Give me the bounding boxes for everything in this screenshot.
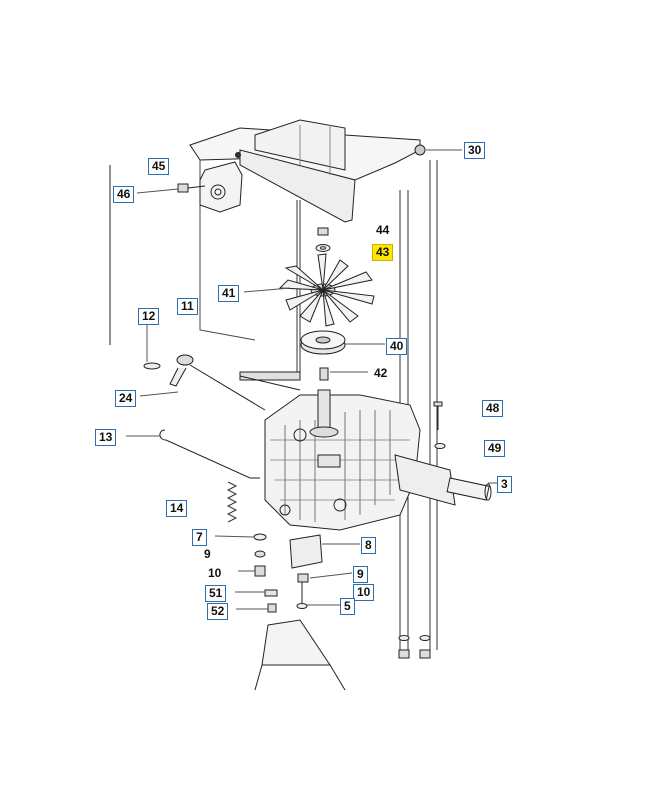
callout-7[interactable]: 7 — [192, 529, 207, 546]
nut-30 — [414, 144, 462, 156]
frame-plate — [109, 119, 421, 345]
transaxle-housing — [239, 371, 421, 531]
lever-and-pin — [139, 322, 266, 411]
callout-51[interactable]: 51 — [205, 585, 227, 602]
callout-40[interactable]: 40 — [386, 338, 408, 355]
callout-8[interactable]: 8 — [361, 537, 376, 554]
callout-43-highlighted[interactable]: 43 — [372, 244, 394, 261]
key-42 — [319, 367, 368, 381]
callout-49[interactable]: 49 — [484, 440, 506, 457]
callout-13[interactable]: 13 — [95, 429, 117, 446]
callout-42[interactable]: 42 — [374, 366, 388, 380]
callout-46[interactable]: 46 — [113, 186, 135, 203]
callout-9-left[interactable]: 9 — [204, 547, 211, 561]
callout-44[interactable]: 44 — [376, 223, 390, 237]
drive-pulley — [300, 330, 385, 355]
callout-11[interactable]: 11 — [177, 298, 198, 315]
callout-5[interactable]: 5 — [340, 598, 355, 615]
control-rod — [126, 429, 260, 479]
callout-30[interactable]: 30 — [464, 142, 486, 159]
bolt-48-washer-49 — [433, 401, 446, 449]
callout-45[interactable]: 45 — [148, 158, 170, 175]
callout-14[interactable]: 14 — [166, 500, 188, 517]
lower-bracket — [254, 619, 346, 691]
callout-10-right[interactable]: 10 — [353, 584, 375, 601]
callout-24[interactable]: 24 — [115, 390, 137, 407]
callout-48[interactable]: 48 — [482, 400, 504, 417]
cooling-fan — [243, 253, 375, 327]
fan-nut-and-washer — [315, 227, 331, 252]
callout-41[interactable]: 41 — [218, 285, 240, 302]
lower-fasteners — [214, 533, 360, 613]
callout-3[interactable]: 3 — [497, 476, 512, 493]
callout-52[interactable]: 52 — [207, 603, 229, 620]
return-spring — [226, 481, 238, 523]
callout-10-left[interactable]: 10 — [208, 566, 222, 580]
mounting-bracket — [199, 152, 243, 213]
bolt-46 — [136, 183, 206, 194]
rail-fasteners — [398, 635, 431, 659]
callout-12[interactable]: 12 — [138, 308, 160, 325]
callout-9-right[interactable]: 9 — [353, 566, 368, 583]
axle-output — [394, 454, 498, 506]
